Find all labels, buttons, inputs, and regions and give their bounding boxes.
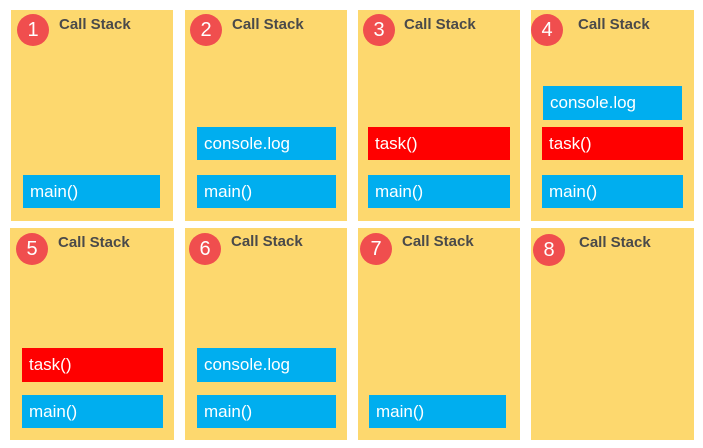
stack-frame: console.log — [197, 127, 336, 160]
step-number-badge: 7 — [360, 233, 392, 265]
step-number-badge: 6 — [189, 233, 221, 265]
stack-frame: task() — [22, 348, 163, 382]
stack-frame: main() — [369, 395, 506, 428]
call-stack-panel-8: 8 Call Stack — [531, 228, 694, 440]
panel-title: Call Stack — [58, 234, 130, 251]
panel-title: Call Stack — [579, 234, 651, 251]
call-stack-panel-2: 2 Call Stack console.log main() — [185, 10, 347, 221]
stack-frame: console.log — [197, 348, 336, 382]
stack-frame: main() — [368, 175, 510, 208]
stack-frame: task() — [368, 127, 510, 160]
stack-frame: main() — [22, 395, 163, 428]
step-number-badge: 1 — [17, 14, 49, 46]
call-stack-panel-5: 5 Call Stack task() main() — [10, 228, 174, 440]
stack-frame: main() — [197, 395, 336, 428]
step-number-badge: 8 — [533, 234, 565, 266]
call-stack-panel-7: 7 Call Stack main() — [358, 228, 520, 440]
stack-frame: main() — [197, 175, 336, 208]
step-number-badge: 2 — [190, 14, 222, 46]
stack-frame: task() — [542, 127, 683, 160]
stack-frame: main() — [542, 175, 683, 208]
panel-title: Call Stack — [578, 16, 650, 33]
panel-title: Call Stack — [402, 233, 474, 250]
panel-title: Call Stack — [59, 16, 131, 33]
step-number-badge: 5 — [16, 233, 48, 265]
panel-title: Call Stack — [404, 16, 476, 33]
call-stack-panel-3: 3 Call Stack task() main() — [358, 10, 520, 221]
call-stack-panel-4: 4 Call Stack console.log task() main() — [531, 10, 694, 221]
call-stack-panel-1: 1 Call Stack main() — [11, 10, 173, 221]
stack-frame: console.log — [543, 86, 682, 120]
panel-title: Call Stack — [231, 233, 303, 250]
call-stack-panel-6: 6 Call Stack console.log main() — [185, 228, 347, 440]
step-number-badge: 3 — [363, 14, 395, 46]
stack-frame: main() — [23, 175, 160, 208]
step-number-badge: 4 — [531, 14, 563, 46]
panel-title: Call Stack — [232, 16, 304, 33]
